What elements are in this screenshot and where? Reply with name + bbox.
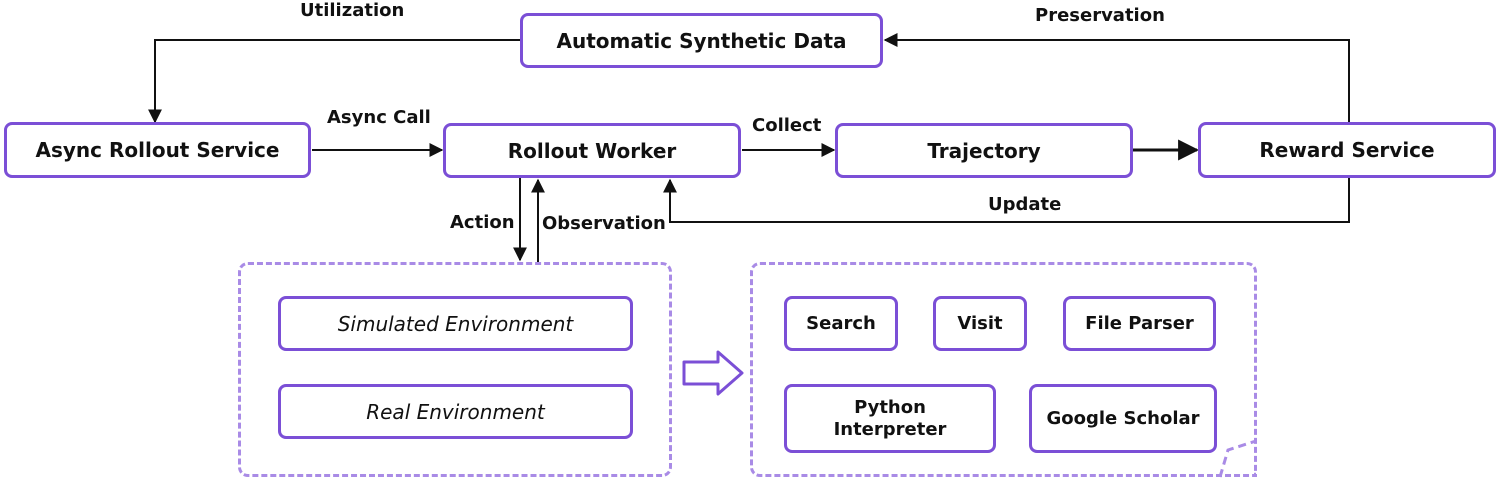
async-call-label: Async Call — [327, 107, 431, 128]
search-tool: Search — [784, 296, 898, 351]
visit-tool: Visit — [933, 296, 1027, 351]
real-environment-label: Real Environment — [366, 399, 545, 424]
observation-label: Observation — [542, 213, 666, 234]
google-scholar-tool: Google Scholar — [1029, 384, 1217, 453]
hollow-right-arrow — [682, 350, 744, 396]
tools-panel — [750, 262, 1257, 477]
folded-corner — [1218, 439, 1257, 478]
collect-label: Collect — [752, 115, 822, 136]
python-interpreter-tool-label: Python Interpreter — [833, 396, 947, 440]
file-parser-tool: File Parser — [1063, 296, 1216, 351]
synthetic-data-node: Automatic Synthetic Data — [520, 13, 883, 68]
simulated-environment-label: Simulated Environment — [337, 311, 574, 336]
real-environment-node: Real Environment — [278, 384, 633, 439]
reward-service-label: Reward Service — [1259, 138, 1435, 162]
rollout-worker-label: Rollout Worker — [507, 138, 677, 163]
reward-service-node: Reward Service — [1198, 122, 1496, 178]
utilization-label: Utilization — [300, 0, 405, 21]
async-rollout-node: Async Rollout Service — [4, 122, 311, 178]
simulated-environment-node: Simulated Environment — [278, 296, 633, 351]
environment-panel — [238, 262, 672, 477]
synthetic-data-label: Automatic Synthetic Data — [556, 28, 847, 53]
rollout-worker-node: Rollout Worker — [443, 123, 741, 178]
preservation-arrow — [883, 33, 1350, 122]
async-rollout-label: Async Rollout Service — [35, 138, 280, 162]
update-label: Update — [988, 194, 1062, 215]
trajectory-label: Trajectory — [927, 138, 1041, 163]
python-interpreter-tool: Python Interpreter — [784, 384, 996, 453]
file-parser-tool-label: File Parser — [1085, 312, 1194, 334]
preservation-label: Preservation — [1035, 5, 1165, 26]
utilization-arrow — [148, 39, 520, 124]
action-label: Action — [450, 212, 515, 233]
visit-tool-label: Visit — [957, 312, 1003, 334]
update-arrow — [663, 178, 1350, 223]
google-scholar-tool-label: Google Scholar — [1046, 407, 1200, 429]
search-tool-label: Search — [806, 312, 876, 334]
trajectory-node: Trajectory — [835, 123, 1133, 178]
